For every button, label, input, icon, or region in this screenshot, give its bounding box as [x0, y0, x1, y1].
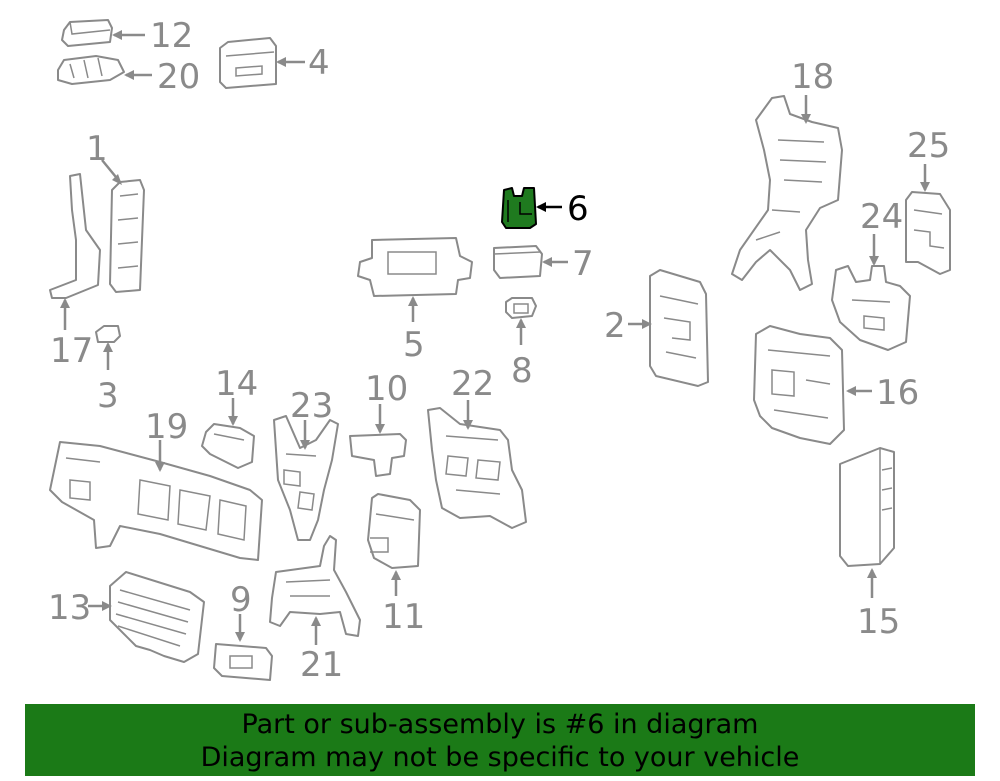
callout-18[interactable]: 18 [791, 57, 834, 97]
callout-23[interactable]: 23 [290, 386, 333, 426]
callout-3[interactable]: 3 [97, 376, 119, 416]
part-25-shape[interactable] [905, 191, 951, 275]
parts-diagram: 12 20 4 1 17 3 6 7 [48, 16, 951, 685]
part-2-shape[interactable] [649, 269, 709, 387]
part-16-shape[interactable] [753, 325, 845, 445]
part-13-shape[interactable] [109, 571, 205, 663]
part-9-shape[interactable] [213, 643, 273, 681]
callout-12[interactable]: 12 [150, 16, 193, 56]
callout-2[interactable]: 2 [604, 306, 626, 346]
callout-1[interactable]: 1 [86, 129, 108, 169]
callout-13[interactable]: 13 [48, 588, 91, 628]
callout-15[interactable]: 15 [857, 602, 900, 642]
part-19-shape[interactable] [49, 441, 263, 561]
part-23-shape[interactable] [273, 415, 339, 541]
part-11-shape[interactable] [367, 493, 421, 569]
part-12-shape[interactable] [61, 19, 113, 47]
part-4-shape[interactable] [219, 37, 277, 89]
part-3-shape[interactable] [95, 325, 121, 343]
callout-20[interactable]: 20 [157, 57, 200, 97]
info-banner: Part or sub-assembly is #6 in diagram Di… [25, 704, 975, 776]
part-22-shape[interactable] [427, 407, 527, 529]
part-15-shape[interactable] [839, 447, 895, 567]
callout-9[interactable]: 9 [230, 580, 252, 620]
banner-line-1: Part or sub-assembly is #6 in diagram [241, 709, 759, 740]
part-7-shape[interactable] [493, 245, 543, 279]
callout-6[interactable]: 6 [567, 189, 589, 229]
callout-14[interactable]: 14 [215, 364, 258, 404]
callout-25[interactable]: 25 [907, 126, 950, 166]
banner-line-2: Diagram may not be specific to your vehi… [200, 742, 800, 773]
callout-4[interactable]: 4 [308, 43, 330, 83]
callout-10[interactable]: 10 [365, 369, 408, 409]
part-14-shape[interactable] [201, 423, 255, 469]
callout-24[interactable]: 24 [860, 197, 903, 237]
callout-16[interactable]: 16 [876, 373, 919, 413]
callout-11[interactable]: 11 [382, 597, 425, 637]
part-8-shape[interactable] [505, 297, 537, 319]
part-6-shape[interactable] [501, 187, 537, 229]
callout-7[interactable]: 7 [572, 244, 594, 284]
callout-19[interactable]: 19 [145, 407, 188, 447]
part-21-shape[interactable] [269, 535, 361, 637]
callout-22[interactable]: 22 [451, 364, 494, 404]
part-5-shape[interactable] [357, 237, 473, 297]
part-20-shape[interactable] [57, 55, 125, 85]
part-1-shape[interactable] [49, 173, 145, 299]
callout-5[interactable]: 5 [403, 325, 425, 365]
part-18-shape[interactable] [731, 95, 843, 291]
callout-21[interactable]: 21 [300, 645, 343, 685]
callout-17[interactable]: 17 [50, 331, 93, 371]
part-24-shape[interactable] [831, 265, 911, 351]
callout-8[interactable]: 8 [511, 351, 533, 391]
part-10-shape[interactable] [349, 433, 407, 477]
